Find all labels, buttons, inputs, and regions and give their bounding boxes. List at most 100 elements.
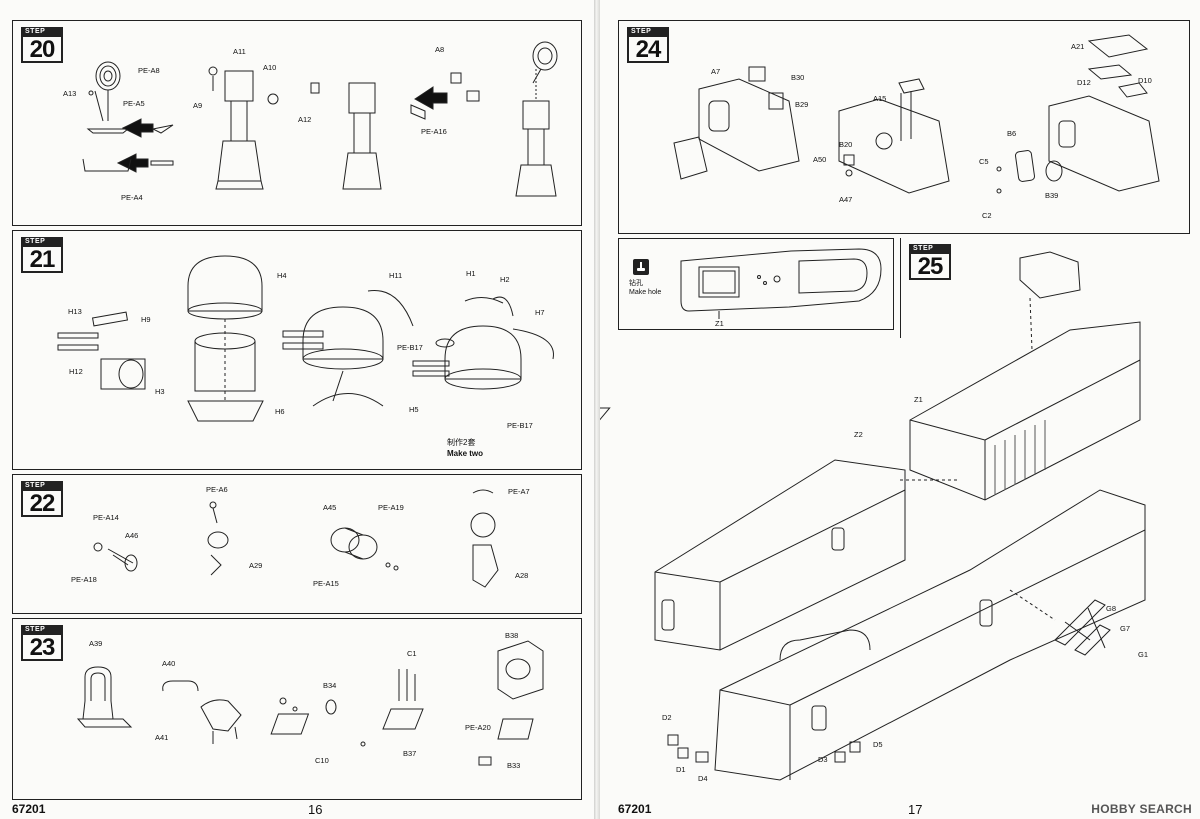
part-label: A7	[711, 67, 721, 76]
step-number: 21	[21, 247, 63, 273]
part-label: D1	[676, 765, 686, 774]
part-label: H13	[68, 307, 82, 316]
part-label: C1	[407, 649, 417, 658]
step-number: 22	[21, 491, 63, 517]
step-20-badge: STEP 20	[21, 27, 63, 63]
make-two-note: 制作2套 Make two	[447, 437, 483, 459]
step-label: STEP	[21, 625, 63, 635]
part-label: A41	[155, 733, 169, 742]
part-label: A39	[89, 639, 103, 648]
part-label: PE-A19	[378, 503, 404, 512]
step-23-illustration	[13, 619, 583, 801]
step-label: STEP	[21, 481, 63, 491]
make-hole-inset: 钻孔 Make hole Z1	[618, 238, 894, 330]
part-label: B38	[505, 631, 519, 640]
step-21-badge: STEP 21	[21, 237, 63, 273]
watermark: HOBBY SEARCH	[1091, 802, 1192, 816]
step-label: STEP	[627, 27, 669, 37]
part-label: PE-A5	[123, 99, 145, 108]
part-label: H6	[275, 407, 285, 416]
part-label: A40	[162, 659, 176, 668]
make-hole-note: 钻孔 Make hole	[629, 279, 661, 297]
part-label: H1	[466, 269, 476, 278]
part-label: C5	[979, 157, 989, 166]
part-label: A13	[63, 89, 77, 98]
part-label: D12	[1077, 78, 1091, 87]
step-24-panel: STEP 24 A7 B30 B29	[618, 20, 1190, 234]
part-label: PE-A14	[93, 513, 119, 522]
part-label: PE-A4	[121, 193, 143, 202]
part-label: H5	[409, 405, 419, 414]
step-23-panel: STEP 23 A39 A41	[12, 618, 582, 800]
page-gutter	[594, 0, 600, 819]
step-label: STEP	[21, 237, 63, 247]
part-label: PE-A18	[71, 575, 97, 584]
right-instruction-page: STEP 24 A7 B30 B29	[600, 0, 1200, 819]
note-english: Make two	[447, 449, 484, 458]
step-23-badge: STEP 23	[21, 625, 63, 661]
page-number: 16	[308, 802, 323, 817]
part-label: PE-A6	[206, 485, 228, 494]
part-label: G1	[1138, 650, 1149, 659]
part-label: A8	[435, 45, 445, 54]
step-22-illustration	[13, 475, 583, 615]
part-label: B30	[791, 73, 805, 82]
step-24-illustration	[619, 21, 1191, 235]
part-label: PE-A8	[138, 66, 160, 75]
part-label: B29	[795, 100, 809, 109]
part-label: PE-A20	[465, 723, 491, 732]
part-label: H4	[277, 271, 287, 280]
note-english: Make hole	[629, 289, 662, 296]
part-label: D5	[873, 740, 883, 749]
step-21-panel: STEP 21	[12, 230, 582, 470]
step-25-panel: STEP 25	[900, 238, 1190, 338]
part-label: Z1	[914, 395, 923, 404]
part-label: G7	[1120, 624, 1131, 633]
step-22-panel: STEP 22 PE-A14 A46 PE-A18 PE-A6 A29 A45	[12, 474, 582, 614]
step-label: STEP	[21, 27, 63, 37]
part-label: PE-B17	[507, 421, 533, 430]
part-label: D3	[818, 755, 828, 764]
part-label: H11	[389, 271, 403, 280]
step-22-badge: STEP 22	[21, 481, 63, 517]
product-code: 67201	[12, 802, 46, 816]
part-label: D10	[1138, 76, 1152, 85]
part-label: Z2	[854, 430, 863, 439]
part-label: A12	[298, 115, 312, 124]
part-label: H2	[500, 275, 510, 284]
step-25-badge: STEP 25	[909, 244, 951, 280]
part-label: A10	[263, 63, 277, 72]
step-20-panel: STEP 20	[12, 20, 582, 226]
step-number: 23	[21, 635, 63, 661]
note-chinese: 制作2套	[447, 438, 476, 447]
part-label: A45	[323, 503, 337, 512]
part-label: A9	[193, 101, 203, 110]
part-label: H9	[141, 315, 151, 324]
part-label: D2	[662, 713, 672, 722]
part-label: PE-B17	[397, 343, 423, 352]
part-label: A47	[839, 195, 853, 204]
part-label: A28	[515, 571, 529, 580]
part-label: PE-A16	[421, 127, 447, 136]
step-21-illustration	[13, 231, 583, 471]
left-instruction-page: STEP 20	[0, 0, 594, 819]
part-label: H7	[535, 308, 545, 317]
part-label: PE-A7	[508, 487, 530, 496]
hull-top-illustration	[619, 239, 895, 331]
step-number: 24	[627, 37, 669, 63]
part-label: A11	[233, 47, 246, 56]
part-label: B37	[403, 749, 417, 758]
part-label: A29	[249, 561, 263, 570]
part-label: C2	[982, 211, 992, 220]
part-label: A46	[125, 531, 139, 540]
part-label: B6	[1007, 129, 1017, 138]
drill-hole-icon	[633, 259, 649, 275]
part-label: B34	[323, 681, 337, 690]
part-label: B39	[1045, 191, 1059, 200]
part-label: H3	[155, 387, 165, 396]
step-24-badge: STEP 24	[627, 27, 669, 63]
page-number: 17	[908, 802, 923, 817]
step-number: 20	[21, 37, 63, 63]
step-label: STEP	[909, 244, 951, 254]
step-number: 25	[909, 254, 951, 280]
